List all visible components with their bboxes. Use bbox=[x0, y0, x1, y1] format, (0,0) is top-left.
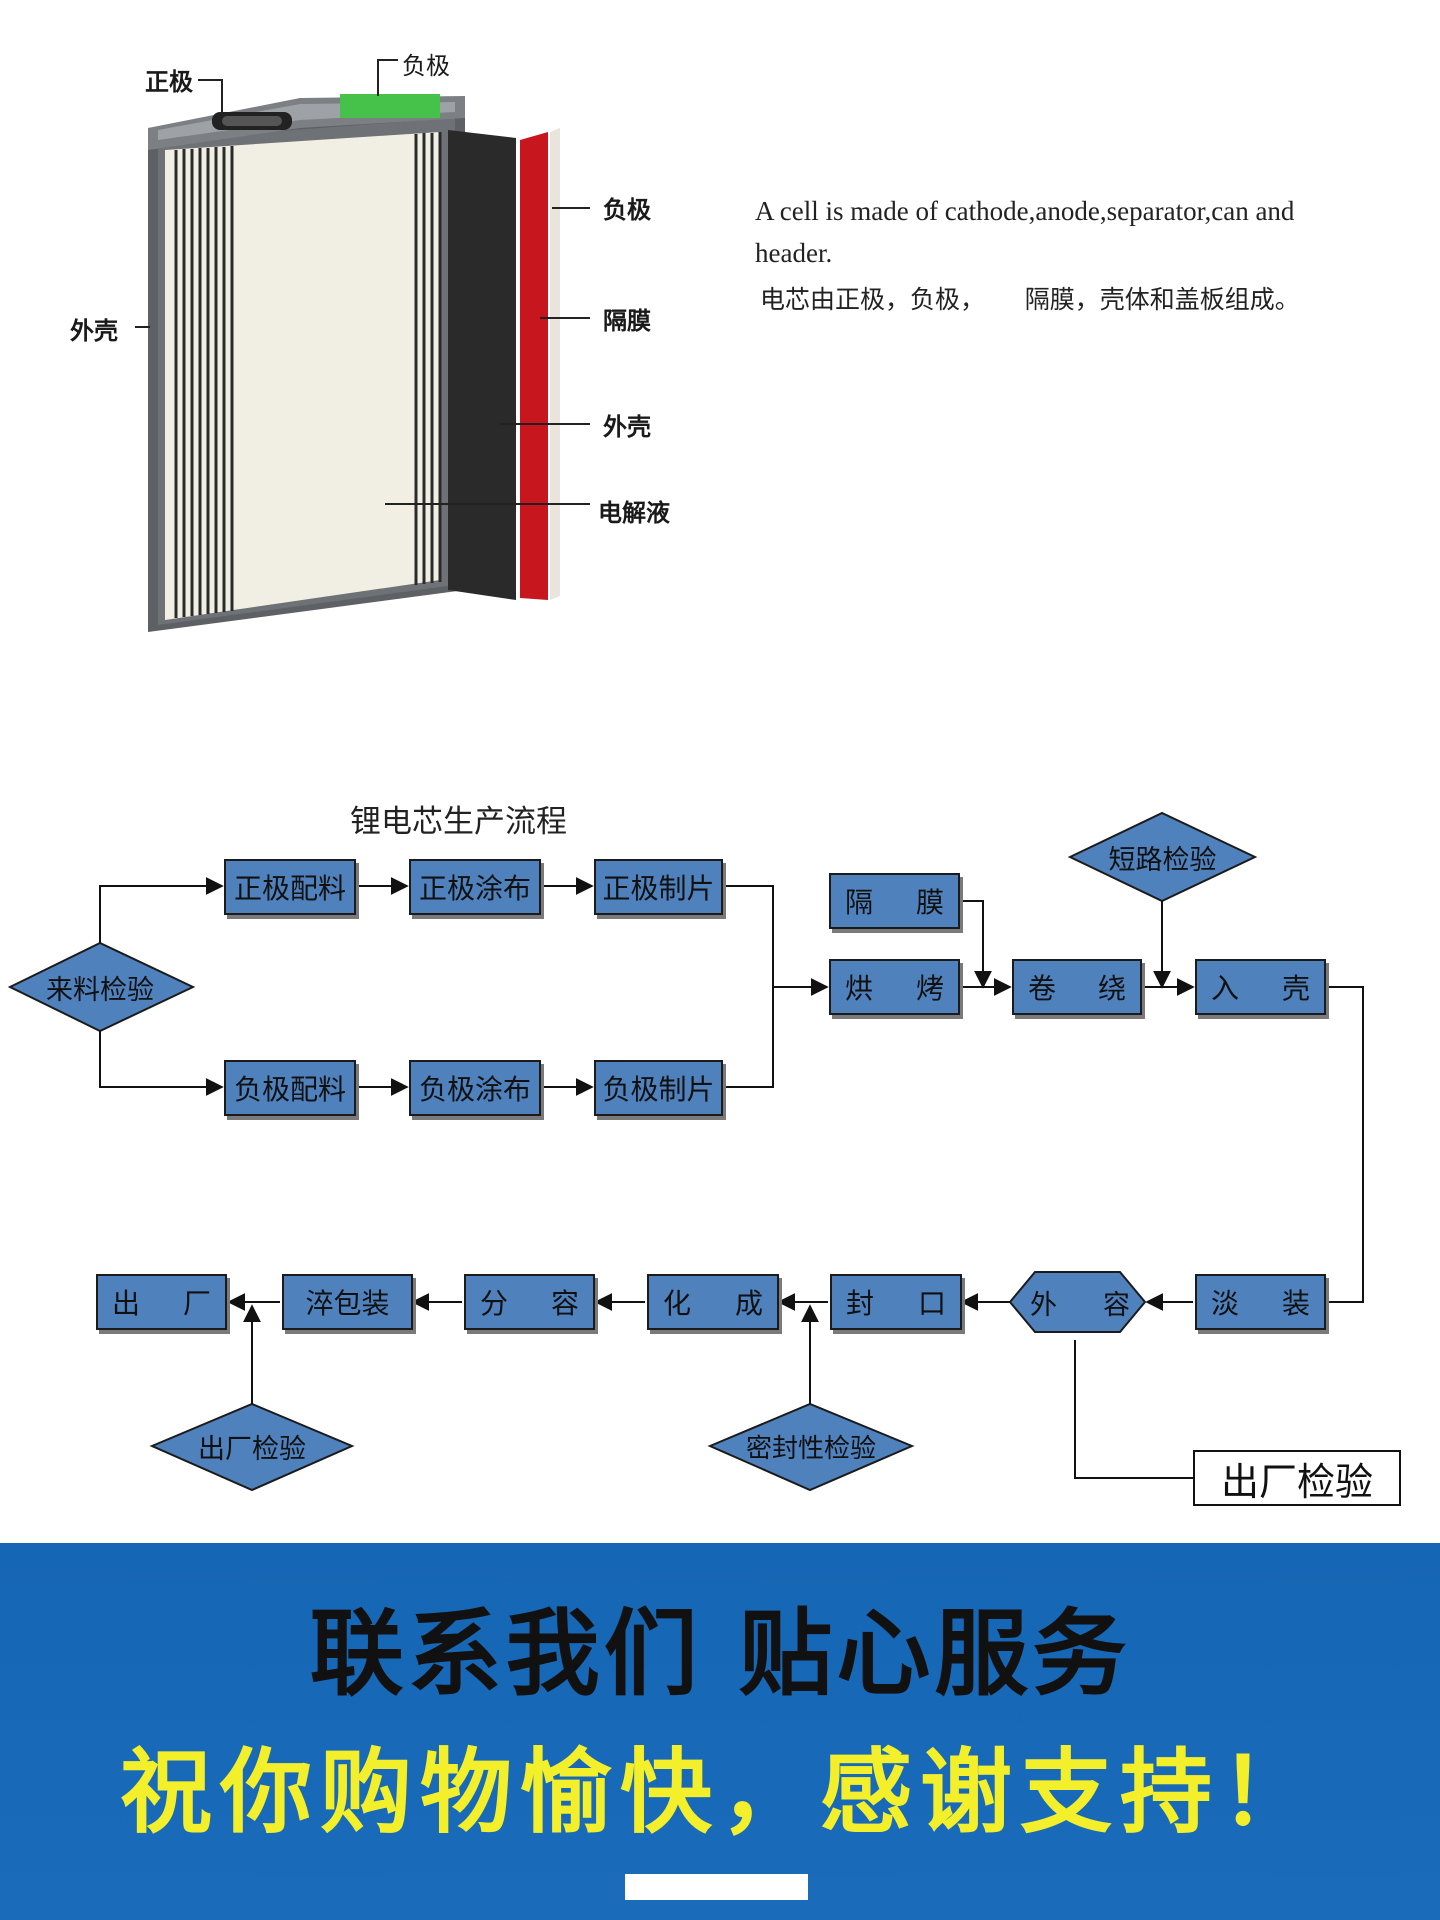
positive-mix-box: 正极配料 bbox=[224, 859, 356, 915]
final-inspection-box: 出厂检验 bbox=[1193, 1450, 1401, 1506]
negative-terminal bbox=[340, 94, 440, 118]
short-circuit-test-label: 短路检验 bbox=[1108, 844, 1217, 876]
fill-box: 淡 装 bbox=[1195, 1274, 1326, 1330]
external-capacity-char-1: 外 bbox=[1030, 1289, 1057, 1321]
fill-char-1: 淡 bbox=[1211, 1287, 1240, 1320]
label-negative-side: 负极 bbox=[603, 196, 651, 224]
seal-char-1: 封 bbox=[846, 1287, 875, 1320]
seal-test-label: 密封性检验 bbox=[745, 1433, 876, 1464]
ship-out-char-2: 厂 bbox=[182, 1287, 211, 1320]
ship-out-char-1: 出 bbox=[112, 1287, 141, 1320]
seal-char-2: 口 bbox=[917, 1287, 946, 1320]
separator-box: 隔 膜 bbox=[829, 873, 960, 929]
flowchart-title: 锂电芯生产流程 bbox=[350, 804, 567, 840]
description-english: A cell is made of cathode,anode,separato… bbox=[755, 196, 1295, 268]
external-capacity-char-2: 容 bbox=[1103, 1289, 1130, 1321]
seal-box: 封 口 bbox=[830, 1274, 962, 1330]
hex-external-capacity bbox=[1008, 1271, 1147, 1333]
insert-can-box: 入 壳 bbox=[1195, 959, 1326, 1015]
insert-can-char-2: 壳 bbox=[1281, 972, 1310, 1005]
cell-diagram bbox=[135, 59, 590, 632]
negative-sheet-box: 负极制片 bbox=[594, 1060, 723, 1116]
wind-char-2: 绕 bbox=[1097, 972, 1126, 1005]
wind-char-1: 卷 bbox=[1028, 972, 1057, 1005]
formation-char-1: 化 bbox=[663, 1287, 692, 1320]
grading-box: 分 容 bbox=[464, 1274, 595, 1330]
separator-char-1: 隔 bbox=[845, 886, 874, 919]
contact-banner bbox=[0, 1543, 1440, 1920]
positive-sheet-box: 正极制片 bbox=[594, 859, 723, 915]
anode-sheet bbox=[448, 130, 516, 600]
diamond-seal-test bbox=[707, 1402, 915, 1492]
grading-char-1: 分 bbox=[480, 1287, 509, 1320]
formation-box: 化 成 bbox=[647, 1274, 779, 1330]
description-chinese: 电芯由正极，负极， 隔膜，壳体和盖板组成。 bbox=[760, 285, 1300, 314]
banner-thanks: 祝你购物愉快，感谢支持！ bbox=[119, 1738, 1320, 1846]
final-inspection-label: 出厂检验 bbox=[198, 1433, 306, 1465]
positive-coat-box: 正极涂布 bbox=[409, 859, 541, 915]
label-shell-right: 外壳 bbox=[603, 413, 651, 441]
wind-box: 卷 绕 bbox=[1012, 959, 1142, 1015]
label-shell-left: 外壳 bbox=[70, 317, 118, 345]
bake-char-1: 烘 bbox=[845, 972, 874, 1005]
diamond-incoming-inspection bbox=[7, 941, 196, 1033]
separator-sheet bbox=[520, 132, 548, 600]
diamond-short-circuit bbox=[1067, 811, 1258, 903]
negative-coat-box: 负极涂布 bbox=[409, 1060, 541, 1116]
label-negative-top: 负极 bbox=[402, 52, 450, 80]
label-separator: 隔膜 bbox=[603, 307, 651, 335]
external-capacity: 外 容 bbox=[1030, 1282, 1130, 1322]
negative-mix-box: 负极配料 bbox=[224, 1060, 356, 1116]
label-positive-top: 正极 bbox=[145, 68, 193, 96]
separator-char-2: 膜 bbox=[915, 886, 944, 919]
package-box: 淬包装 bbox=[282, 1274, 413, 1330]
insert-can-char-1: 入 bbox=[1211, 972, 1240, 1005]
banner-headline: 联系我们 贴心服务 bbox=[309, 1600, 1131, 1709]
bake-char-2: 烤 bbox=[915, 972, 944, 1005]
incoming-inspection-label: 来料检验 bbox=[46, 974, 154, 1006]
formation-char-2: 成 bbox=[734, 1287, 763, 1320]
ship-out-box: 出 厂 bbox=[96, 1274, 227, 1330]
bake-box: 烘 烤 bbox=[829, 959, 960, 1015]
banner-bottom-bar bbox=[625, 1874, 808, 1900]
grading-char-2: 容 bbox=[550, 1287, 579, 1320]
diamond-final-inspection bbox=[149, 1402, 355, 1492]
fill-char-2: 装 bbox=[1281, 1287, 1310, 1320]
label-electrolyte: 电解液 bbox=[598, 499, 670, 527]
flowchart-connectors bbox=[7, 811, 1364, 1492]
